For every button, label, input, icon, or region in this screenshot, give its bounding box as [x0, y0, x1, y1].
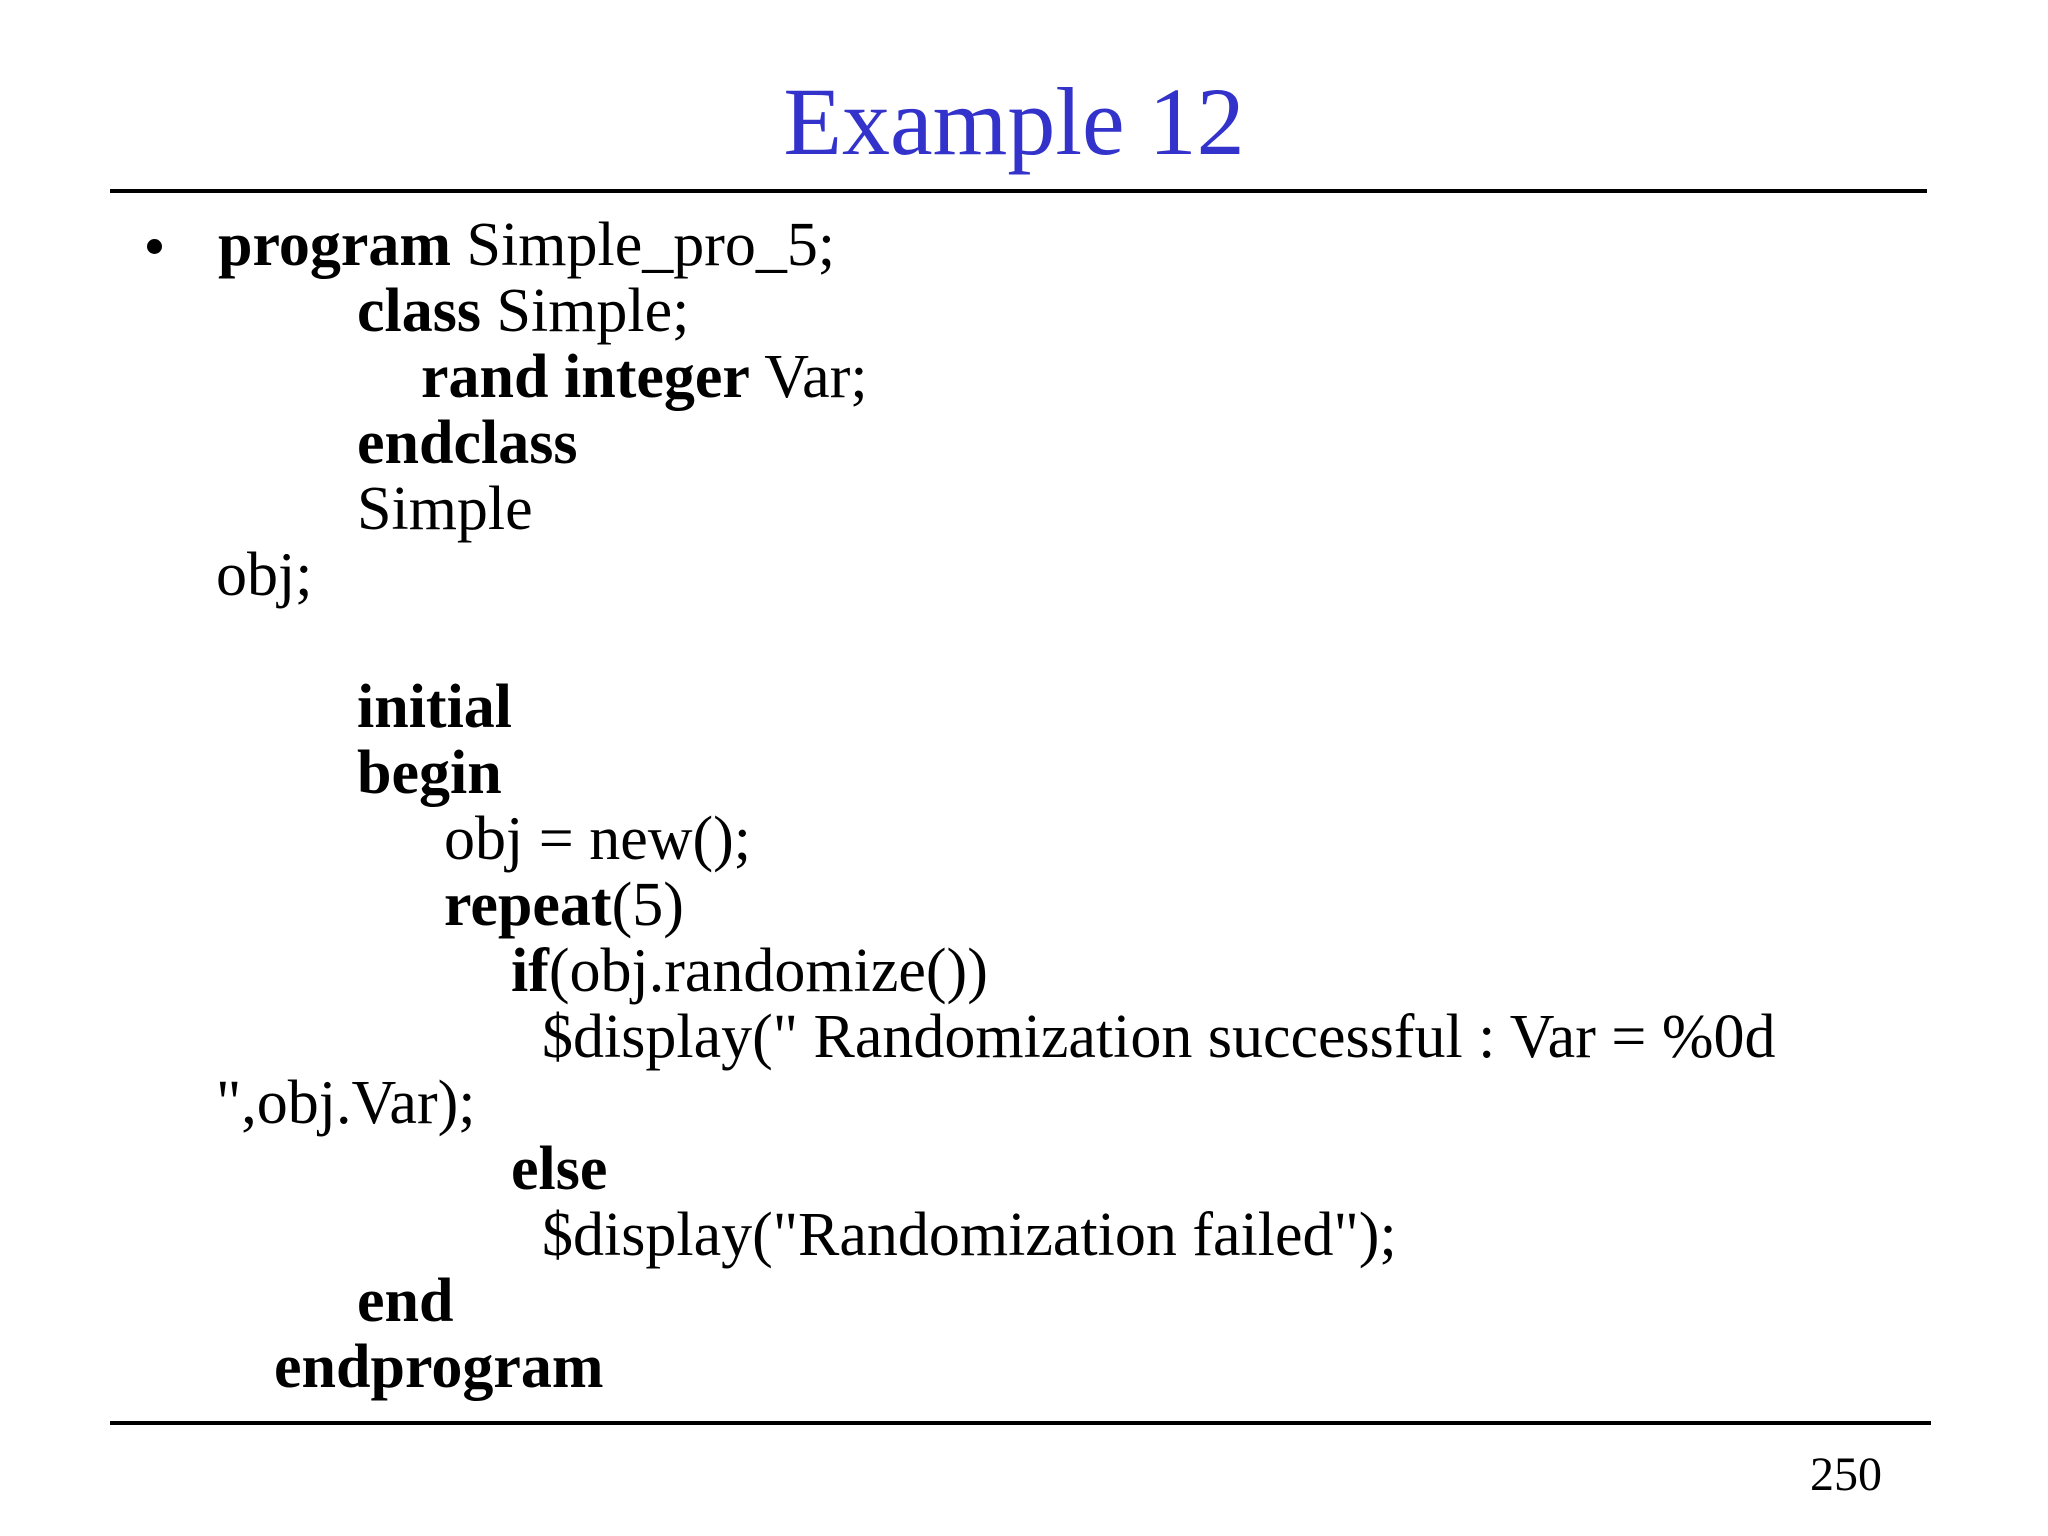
code-line: endprogram — [0, 1334, 2048, 1400]
code-keyword: endprogram — [274, 1333, 604, 1401]
bullet-icon — [147, 239, 162, 254]
code-line: begin — [0, 740, 2048, 806]
code-line: ",obj.Var); — [0, 1070, 2048, 1136]
code-line: initial — [0, 674, 2048, 740]
code-keyword: else — [511, 1135, 608, 1203]
code-text: Simple_pro_5; — [451, 211, 836, 279]
code-text: Var; — [749, 343, 868, 411]
code-text: (obj.randomize()) — [548, 937, 988, 1005]
code-line: class Simple; — [0, 278, 2048, 344]
code-keyword: end — [357, 1267, 454, 1335]
title-divider — [110, 189, 1927, 193]
code-text: obj = new(); — [444, 805, 752, 873]
code-text: $display(" Randomization successful : Va… — [542, 1003, 1776, 1071]
code-keyword: begin — [357, 739, 502, 807]
code-line: obj; — [0, 542, 2048, 608]
code-keyword: initial — [357, 673, 513, 741]
code-line: end — [0, 1268, 2048, 1334]
code-keyword: rand integer — [421, 343, 750, 411]
code-line: $display("Randomization failed"); — [0, 1202, 2048, 1268]
code-keyword: endclass — [357, 409, 578, 477]
code-keyword: class — [357, 277, 481, 345]
code-text: Simple; — [481, 277, 690, 345]
code-keyword: program — [218, 211, 452, 279]
code-keyword: repeat — [444, 871, 612, 939]
code-line — [0, 608, 2048, 674]
code-line: else — [0, 1136, 2048, 1202]
code-text: $display("Randomization failed"); — [542, 1201, 1397, 1269]
code-text: obj; — [216, 541, 313, 609]
code-keyword: if — [511, 937, 549, 1005]
code-line: if(obj.randomize()) — [0, 938, 2048, 1004]
code-line: rand integer Var; — [0, 344, 2048, 410]
code-line: endclass — [0, 410, 2048, 476]
code-block: program Simple_pro_5;class Simple;rand i… — [0, 212, 2048, 1400]
code-line: obj = new(); — [0, 806, 2048, 872]
footer-divider — [110, 1421, 1931, 1425]
slide-title: Example 12 — [783, 68, 1245, 175]
code-line: $display(" Randomization successful : Va… — [0, 1004, 2048, 1070]
code-line: Simple — [0, 476, 2048, 542]
code-text: (5) — [611, 871, 684, 939]
code-text: Simple — [357, 475, 533, 543]
code-line: repeat(5) — [0, 872, 2048, 938]
page-number: 250 — [1810, 1448, 1882, 1501]
code-text: ",obj.Var); — [216, 1069, 476, 1137]
code-line: program Simple_pro_5; — [0, 212, 2048, 278]
